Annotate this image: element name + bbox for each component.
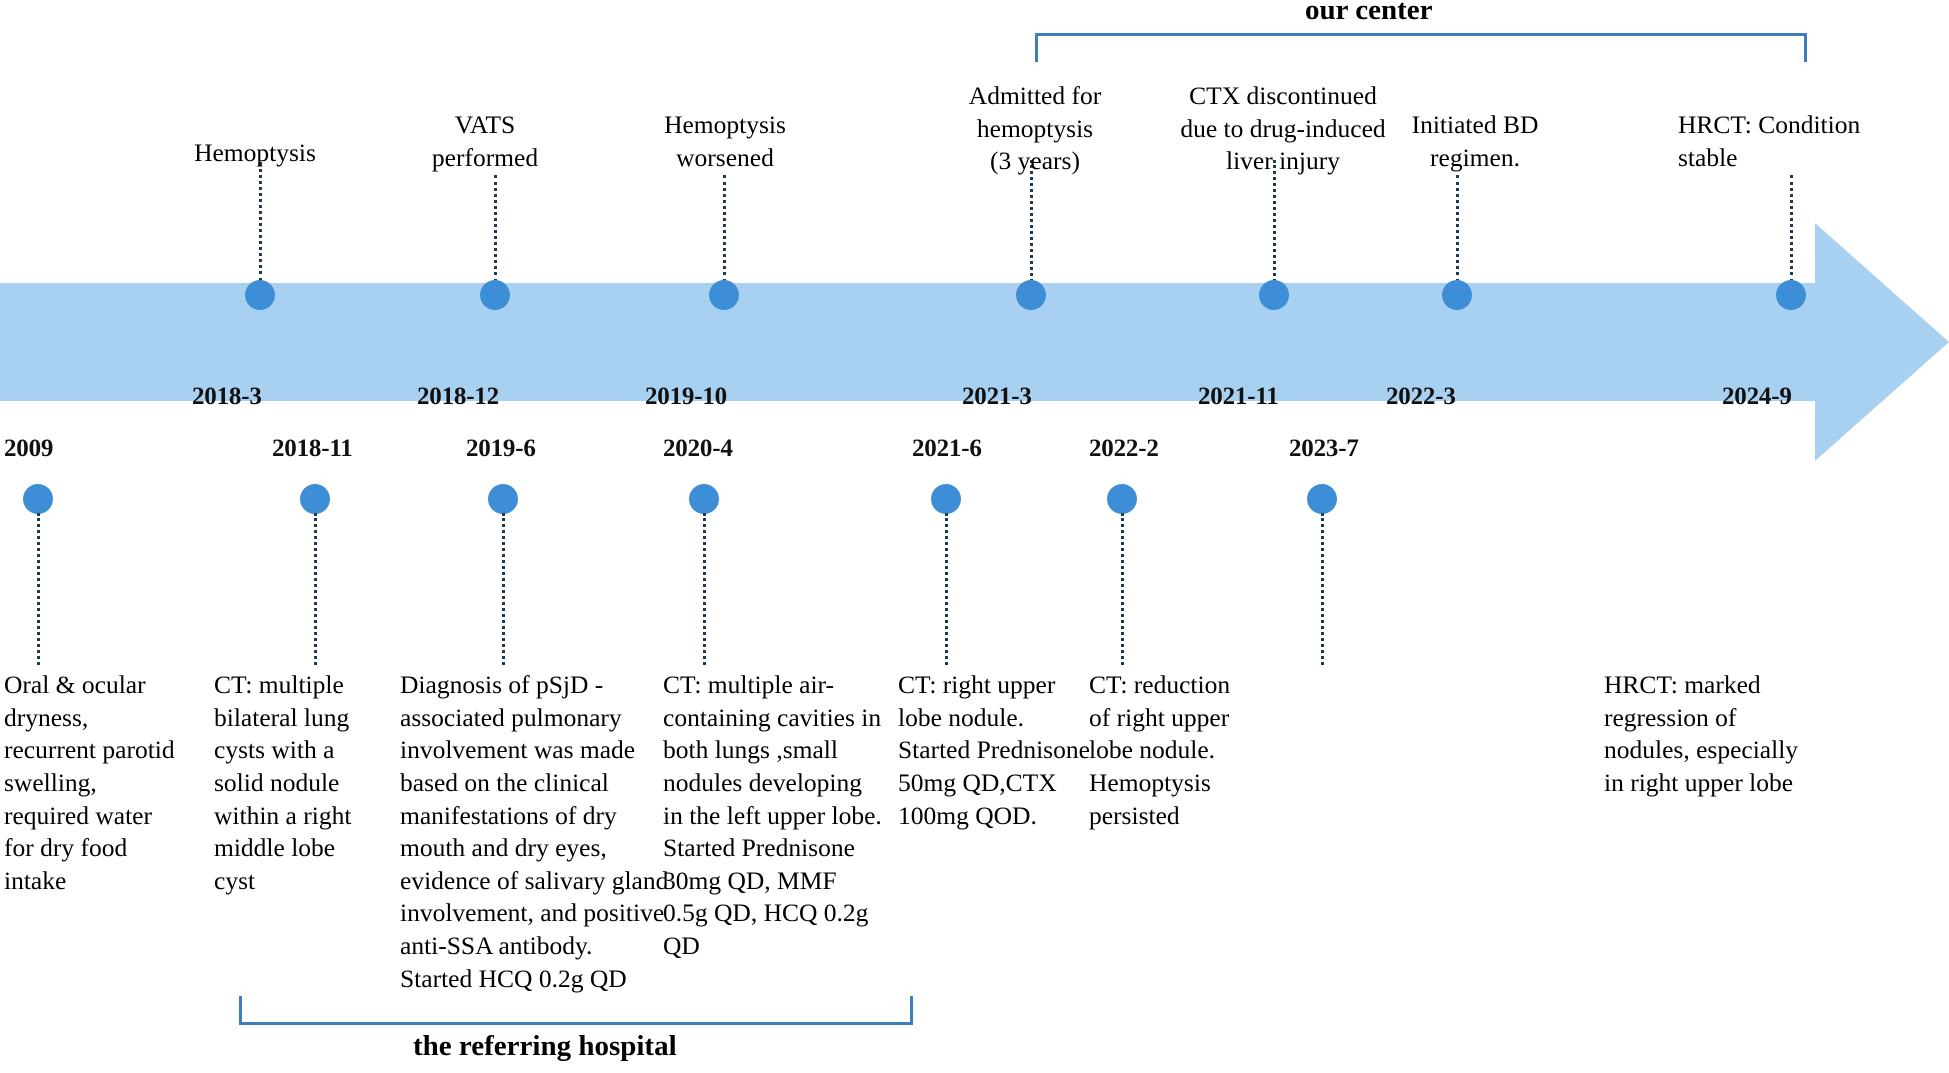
- milestone-date-2020-4: 2020-4: [663, 435, 733, 462]
- milestone-dot-2021-11[interactable]: [1259, 280, 1289, 310]
- timeline-bar: [0, 283, 1818, 401]
- milestone-date-2024-9: 2024-9: [1722, 383, 1792, 410]
- leader-line-2022-2: [1121, 513, 1124, 665]
- milestone-dot-2023-7[interactable]: [1307, 484, 1337, 514]
- bracket-label-referring-hospital: the referring hospital: [413, 1030, 677, 1062]
- milestone-dot-2020-4[interactable]: [689, 484, 719, 514]
- milestone-date-2009: 2009: [4, 435, 54, 462]
- bracket-label-our-center: our center: [1305, 0, 1433, 26]
- milestone-date-2021-6: 2021-6: [912, 435, 982, 462]
- milestone-dot-2018-11[interactable]: [300, 484, 330, 514]
- milestone-caption-2021-11: CTX discontinued due to drug-induced liv…: [1180, 81, 1386, 176]
- leader-line-2022-3: [1456, 175, 1459, 282]
- milestone-caption-2009: Oral & ocular dryness, recurrent parotid…: [4, 670, 175, 895]
- milestone-dot-2019-10[interactable]: [709, 280, 739, 310]
- milestone-dot-2022-3[interactable]: [1442, 280, 1472, 310]
- milestone-caption-2021-3: Admitted for hemoptysis (3 years): [968, 81, 1102, 176]
- milestone-dot-2022-2[interactable]: [1107, 484, 1137, 514]
- milestone-dot-2021-3[interactable]: [1016, 280, 1046, 310]
- leader-line-2021-11: [1273, 160, 1276, 282]
- milestone-date-2022-3: 2022-3: [1386, 383, 1456, 410]
- leader-line-2021-3: [1030, 160, 1033, 282]
- milestone-dot-2021-6[interactable]: [931, 484, 961, 514]
- leader-line-2023-7: [1321, 513, 1324, 665]
- milestone-date-2019-10: 2019-10: [645, 383, 727, 410]
- milestone-caption-2021-6: CT: right upper lobe nodule. Started Pre…: [898, 670, 1090, 830]
- leader-line-2009: [37, 513, 40, 665]
- leader-line-2018-12: [494, 175, 497, 282]
- milestone-date-2023-7: 2023-7: [1289, 435, 1359, 462]
- milestone-dot-2019-6[interactable]: [488, 484, 518, 514]
- leader-line-2018-3: [259, 162, 262, 282]
- milestone-caption-2019-10: Hemoptysis worsened: [664, 110, 786, 172]
- leader-line-2020-4: [703, 513, 706, 665]
- leader-line-2018-11: [314, 513, 317, 665]
- milestone-date-2021-11: 2021-11: [1198, 383, 1279, 410]
- milestone-date-2018-12: 2018-12: [417, 383, 499, 410]
- milestone-caption-2024-9: HRCT: Condition stable: [1678, 110, 1861, 172]
- milestone-caption-2018-12: VATS performed: [431, 110, 539, 172]
- bracket-our-center: [1035, 33, 1807, 62]
- milestone-caption-2018-11: CT: multiple bilateral lung cysts with a…: [214, 670, 352, 895]
- leader-line-2024-9: [1790, 175, 1793, 282]
- milestone-caption-2022-3: Initiated BD regimen.: [1411, 110, 1539, 172]
- leader-line-2019-6: [502, 513, 505, 665]
- milestone-caption-2023-7: HRCT: marked regression of nodules, espe…: [1604, 670, 1799, 797]
- milestone-caption-2018-3: Hemoptysis: [194, 138, 316, 167]
- milestone-date-2019-6: 2019-6: [466, 435, 536, 462]
- leader-line-2021-6: [945, 513, 948, 665]
- milestone-date-2022-2: 2022-2: [1089, 435, 1159, 462]
- milestone-caption-2020-4: CT: multiple air- containing cavities in…: [663, 670, 882, 960]
- timeline-arrowhead: [1815, 223, 1949, 461]
- milestone-date-2018-11: 2018-11: [272, 435, 353, 462]
- leader-line-2019-10: [723, 175, 726, 282]
- milestone-date-2018-3: 2018-3: [192, 383, 262, 410]
- milestone-dot-2024-9[interactable]: [1776, 280, 1806, 310]
- milestone-caption-2022-2: CT: reduction of right upper lobe nodule…: [1089, 670, 1231, 830]
- milestone-dot-2018-12[interactable]: [480, 280, 510, 310]
- bracket-referring-hospital: [239, 996, 913, 1025]
- milestone-date-2021-3: 2021-3: [962, 383, 1032, 410]
- milestone-dot-2009[interactable]: [23, 484, 53, 514]
- milestone-dot-2018-3[interactable]: [245, 280, 275, 310]
- milestone-caption-2019-6: Diagnosis of pSjD - associated pulmonary…: [400, 670, 669, 993]
